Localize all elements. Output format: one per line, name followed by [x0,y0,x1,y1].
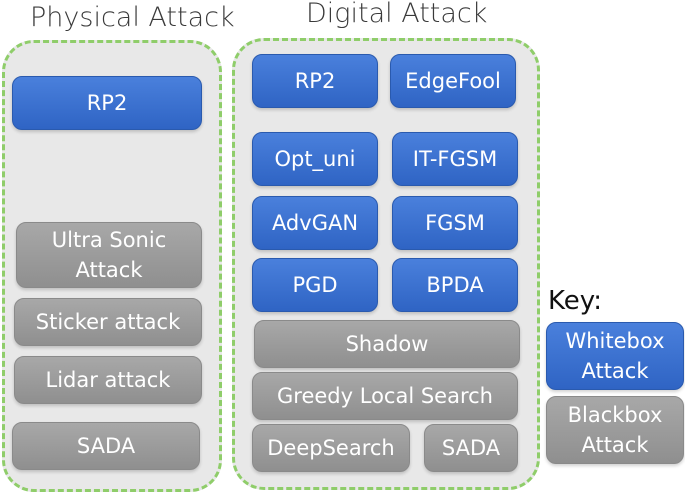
digital-sada: SADA [424,424,518,472]
physical-attack-title: Physical Attack [30,2,235,33]
digital-attack-title: Digital Attack [306,0,488,29]
key-title: Key: [548,286,603,316]
digital-shadow: Shadow [254,320,520,368]
physical-lidar-attack: Lidar attack [14,356,202,404]
digital-edgefool: EdgeFool [390,54,516,108]
digital-opt-uni: Opt_uni [252,132,378,186]
digital-deepsearch: DeepSearch [252,424,410,472]
physical-sada: SADA [12,422,200,470]
digital-bpda: BPDA [392,258,518,312]
physical-sticker-attack: Sticker attack [14,298,202,346]
digital-pgd: PGD [252,258,378,312]
digital-rp2: RP2 [252,54,378,108]
physical-ultra-sonic-attack: Ultra Sonic Attack [16,222,202,288]
digital-greedy-local-search: Greedy Local Search [252,372,518,420]
key-blackbox: Blackbox Attack [546,396,684,464]
digital-fgsm: FGSM [392,196,518,250]
digital-advgan: AdvGAN [252,196,378,250]
digital-it-fgsm: IT-FGSM [392,132,518,186]
key-whitebox: Whitebox Attack [546,322,684,390]
physical-rp2: RP2 [12,76,202,130]
